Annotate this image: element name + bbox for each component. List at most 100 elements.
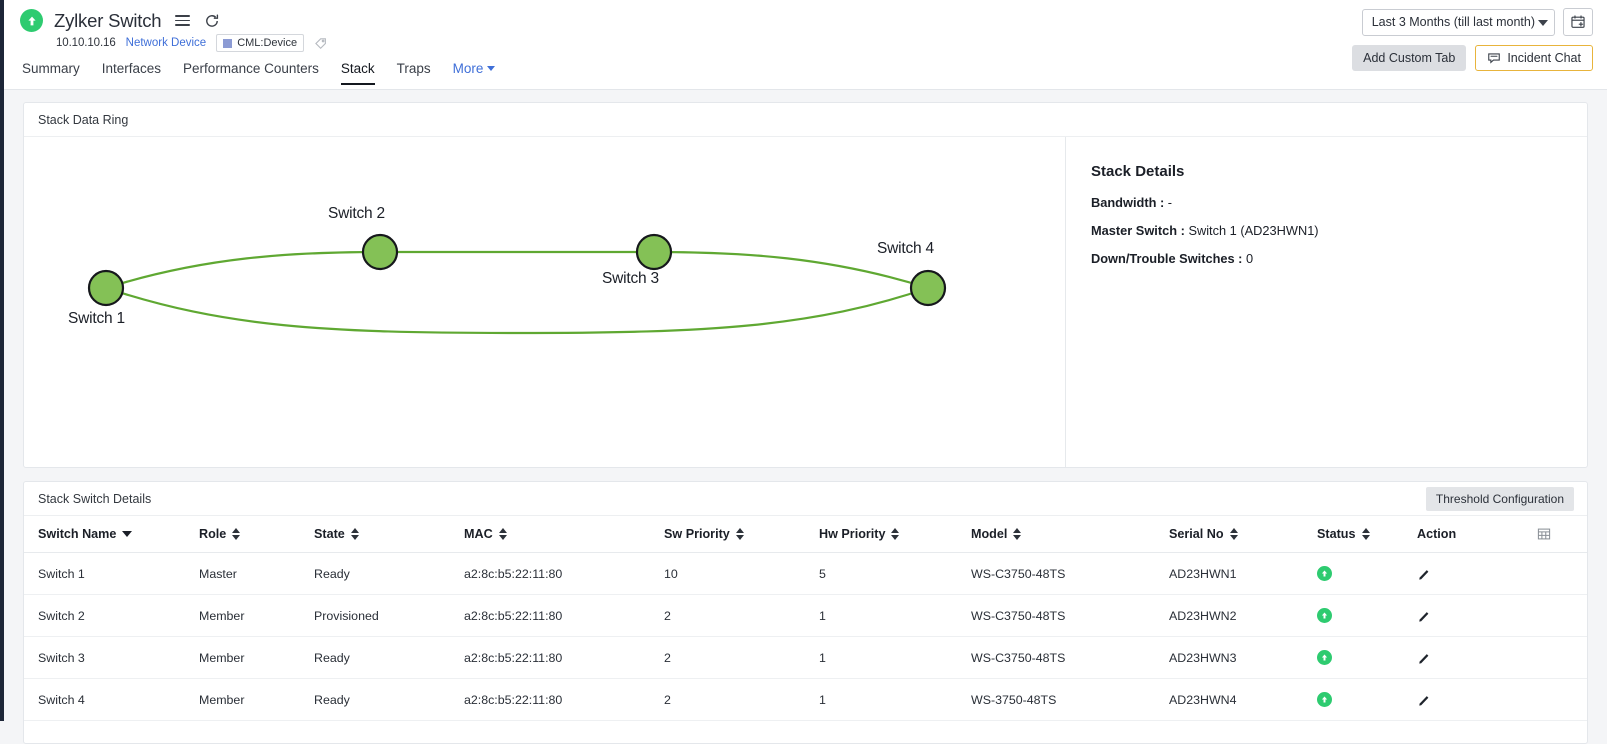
stack-details-pane: Stack Details Bandwidth : - Master Switc… [1065, 137, 1587, 467]
cml-device-chip[interactable]: CML:Device [216, 34, 305, 52]
sort-icon [1361, 528, 1370, 540]
period-select-value: Last 3 Months (till last month) [1371, 15, 1535, 29]
cell-state: Ready [314, 636, 464, 679]
cell-model: WS-C3750-48TS [971, 552, 1169, 595]
edit-pencil-icon[interactable] [1417, 567, 1537, 581]
stack-switch-details-title: Stack Switch Details [38, 492, 152, 506]
col-state[interactable]: State [314, 516, 464, 553]
col-switch-name-label: Switch Name [38, 527, 117, 541]
col-action: Action [1417, 516, 1537, 553]
ring-node-switch-1[interactable] [87, 269, 125, 307]
sort-icon [735, 528, 744, 540]
device-type-link[interactable]: Network Device [125, 37, 207, 49]
stack-details-bandwidth: Bandwidth : - [1091, 195, 1587, 210]
header-actions-top: Last 3 Months (till last month) [1352, 8, 1593, 36]
sort-icon [1229, 528, 1238, 540]
sort-icon [232, 528, 241, 540]
cell-state: Provisioned [314, 594, 464, 637]
sort-icon [1013, 528, 1022, 540]
cell-spacer [1537, 636, 1587, 679]
cell-action[interactable] [1417, 636, 1537, 679]
status-up-icon [1317, 608, 1332, 623]
cell-serial: AD23HWN2 [1169, 594, 1317, 637]
sort-icon [891, 528, 900, 540]
tab-summary[interactable]: Summary [22, 61, 80, 76]
table-row[interactable]: Switch 3 Member Ready a2:8c:b5:22:11:80 … [24, 636, 1587, 679]
col-sw-priority-label: Sw Priority [664, 527, 730, 541]
col-state-label: State [314, 527, 345, 541]
cell-mac: a2:8c:b5:22:11:80 [464, 594, 664, 637]
table-row[interactable]: Switch 1 Master Ready a2:8c:b5:22:11:80 … [24, 552, 1587, 595]
col-role-label: Role [199, 527, 227, 541]
ring-node-switch-4[interactable] [909, 269, 947, 307]
tag-icon[interactable] [314, 36, 328, 50]
refresh-icon[interactable] [203, 12, 221, 30]
cell-switch-name: Switch 3 [24, 636, 199, 679]
cell-action[interactable] [1417, 552, 1537, 595]
header-actions: Last 3 Months (till last month) Add Cust… [1352, 8, 1593, 71]
ring-link-upper [105, 250, 929, 290]
status-up-icon [1317, 650, 1332, 665]
cell-action[interactable] [1417, 678, 1537, 721]
cell-serial: AD23HWN1 [1169, 552, 1317, 595]
cell-role: Member [199, 594, 314, 637]
ring-node-switch-2[interactable] [361, 233, 399, 271]
table-body: Switch 1 Master Ready a2:8c:b5:22:11:80 … [24, 552, 1587, 721]
calendar-add-button[interactable] [1563, 8, 1593, 36]
edit-pencil-icon[interactable] [1417, 651, 1537, 665]
add-custom-tab-button[interactable]: Add Custom Tab [1352, 45, 1467, 71]
col-status[interactable]: Status [1317, 516, 1417, 553]
cell-status [1317, 594, 1417, 637]
stack-switch-details-card: Stack Switch Details Threshold Configura… [23, 481, 1588, 744]
edit-pencil-icon[interactable] [1417, 609, 1537, 623]
ring-link-lower [105, 286, 929, 335]
col-sw-priority[interactable]: Sw Priority [664, 516, 819, 553]
col-model[interactable]: Model [971, 516, 1169, 553]
col-grid-toggle[interactable] [1537, 516, 1587, 553]
table-footer-spacer [24, 721, 1587, 743]
page-root: Zylker Switch 10.10.10.16 Network Device… [4, 0, 1607, 744]
tab-traps[interactable]: Traps [396, 61, 431, 76]
cell-serial: AD23HWN3 [1169, 636, 1317, 679]
col-switch-name[interactable]: Switch Name [24, 516, 199, 553]
edit-pencil-icon[interactable] [1417, 693, 1537, 707]
period-select[interactable]: Last 3 Months (till last month) [1361, 8, 1555, 36]
cell-hw-priority: 1 [819, 636, 971, 679]
stack-ring-svg [87, 233, 947, 335]
cell-status [1317, 636, 1417, 679]
app-header: Zylker Switch 10.10.10.16 Network Device… [4, 0, 1607, 90]
table-row[interactable]: Switch 2 Member Provisioned a2:8c:b5:22:… [24, 594, 1587, 637]
tab-interfaces[interactable]: Interfaces [101, 61, 162, 76]
cell-sw-priority: 10 [664, 552, 819, 595]
table-header-row: Switch Name Role State [24, 516, 1587, 553]
cell-model: WS-C3750-48TS [971, 594, 1169, 637]
col-mac[interactable]: MAC [464, 516, 664, 553]
tab-bar: Summary Interfaces Performance Counters … [4, 61, 1607, 85]
tab-stack[interactable]: Stack [340, 61, 375, 85]
grid-columns-icon[interactable] [1537, 527, 1587, 541]
stack-details-master-switch-label: Master Switch : [1091, 223, 1185, 238]
cell-spacer [1537, 552, 1587, 595]
tab-performance-counters[interactable]: Performance Counters [183, 61, 319, 76]
cell-state: Ready [314, 552, 464, 595]
device-meta-row: 10.10.10.16 Network Device CML:Device [4, 34, 1607, 52]
col-hw-priority[interactable]: Hw Priority [819, 516, 971, 553]
threshold-configuration-button[interactable]: Threshold Configuration [1425, 486, 1574, 511]
cell-status [1317, 678, 1417, 721]
incident-chat-button[interactable]: Incident Chat [1475, 45, 1593, 71]
sort-desc-icon[interactable] [122, 531, 133, 537]
cell-serial: AD23HWN4 [1169, 678, 1317, 721]
chat-bubble-icon [1487, 51, 1501, 65]
ring-node-switch-3[interactable] [635, 233, 673, 271]
hamburger-menu-icon[interactable] [173, 12, 191, 30]
stack-switch-details-header: Stack Switch Details Threshold Configura… [24, 482, 1587, 516]
col-role[interactable]: Role [199, 516, 314, 553]
col-serial-no[interactable]: Serial No [1169, 516, 1317, 553]
ring-node-label-switch-3: Switch 3 [602, 270, 659, 287]
cell-model: WS-3750-48TS [971, 678, 1169, 721]
cell-sw-priority: 2 [664, 678, 819, 721]
tab-more[interactable]: More [453, 61, 496, 85]
cell-action[interactable] [1417, 594, 1537, 637]
table-row[interactable]: Switch 4 Member Ready a2:8c:b5:22:11:80 … [24, 678, 1587, 721]
stack-details-down-trouble-value: 0 [1246, 251, 1254, 266]
